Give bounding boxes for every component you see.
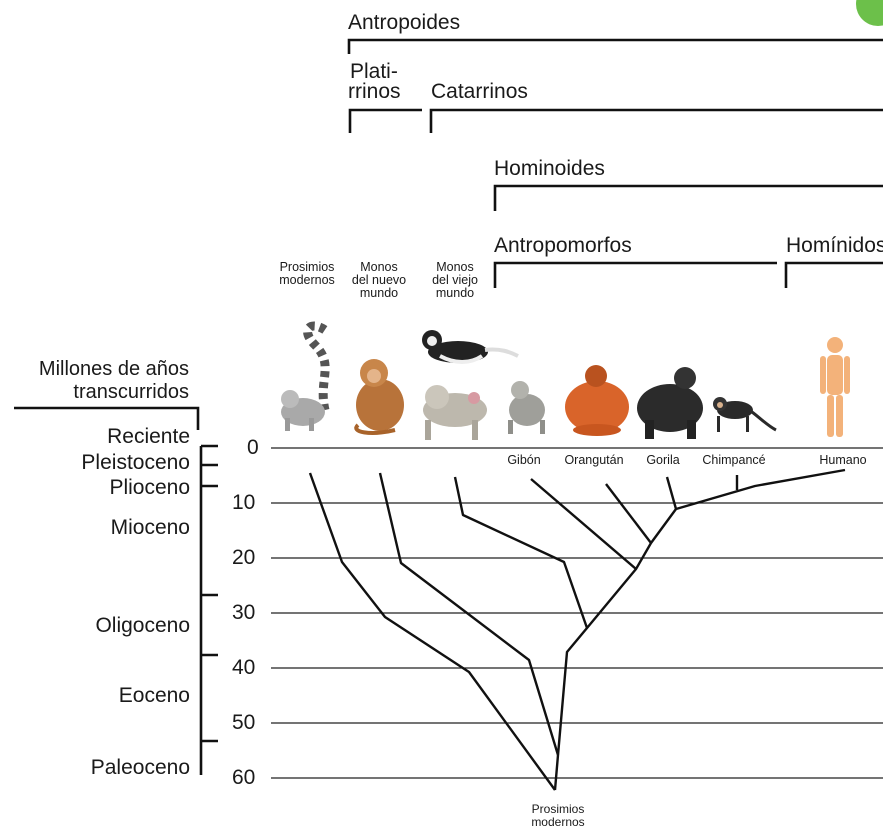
axis-title-underline (14, 408, 198, 430)
bracket-platirrinos (350, 110, 422, 133)
human-illustration (820, 337, 850, 437)
gorilla-illustration (637, 367, 703, 439)
branch-gibon (531, 479, 636, 569)
bracket-catarrinos (431, 110, 883, 133)
lemur-illustration (281, 326, 325, 431)
gibbon-illustration (508, 381, 545, 434)
era-bracket (14, 408, 218, 775)
bracket-hominoides (495, 186, 883, 211)
branch-gorila (667, 477, 676, 509)
orangutan-illustration (565, 365, 629, 436)
group-brackets (349, 40, 883, 288)
primate-illustrations (281, 326, 850, 440)
bracket-antropoides (349, 40, 883, 54)
bracket-antropomorfos (495, 263, 777, 288)
time-gridlines (271, 448, 883, 778)
tree-branches (310, 470, 845, 790)
new-world-monkey-illustration (356, 359, 404, 433)
baboon-illustration (423, 385, 487, 440)
colobus-illustration (422, 330, 518, 363)
branch-prosimios (310, 473, 555, 790)
branch-nuevo-mundo (380, 473, 558, 755)
branch-orangutan (606, 484, 651, 543)
branch-viejo-mundo (455, 477, 587, 628)
bracket-hominidos (786, 263, 883, 288)
chimpanzee-illustration (713, 397, 776, 432)
